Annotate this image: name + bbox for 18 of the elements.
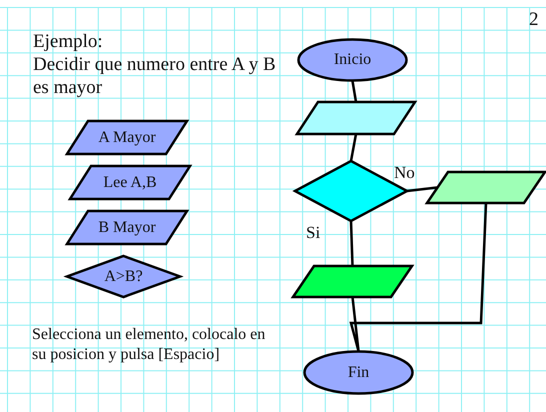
note-text: Decidir que numero entre A y B es mayor bbox=[33, 53, 277, 99]
node-label: B Mayor bbox=[98, 218, 156, 236]
node-label: A>B? bbox=[104, 268, 143, 286]
edge-label: Si bbox=[306, 223, 320, 243]
page-number: 2 bbox=[529, 8, 540, 31]
connector-line bbox=[350, 134, 358, 162]
connector-line bbox=[351, 296, 360, 352]
note-text: Selecciona un elemento, colocalo en su posicion y pulsa [Espacio] bbox=[32, 325, 266, 365]
title: Ejemplo: bbox=[33, 30, 103, 54]
node-label: A Mayor bbox=[98, 128, 156, 146]
edge-label: No bbox=[394, 163, 415, 183]
node-label: Inicio bbox=[334, 51, 372, 69]
connector-line bbox=[349, 202, 488, 352]
connector-line bbox=[351, 80, 358, 102]
connector-line bbox=[350, 220, 354, 266]
node-label: Fin bbox=[348, 364, 370, 382]
connector-line bbox=[406, 186, 438, 192]
node-label: Lee A,B bbox=[103, 174, 157, 192]
